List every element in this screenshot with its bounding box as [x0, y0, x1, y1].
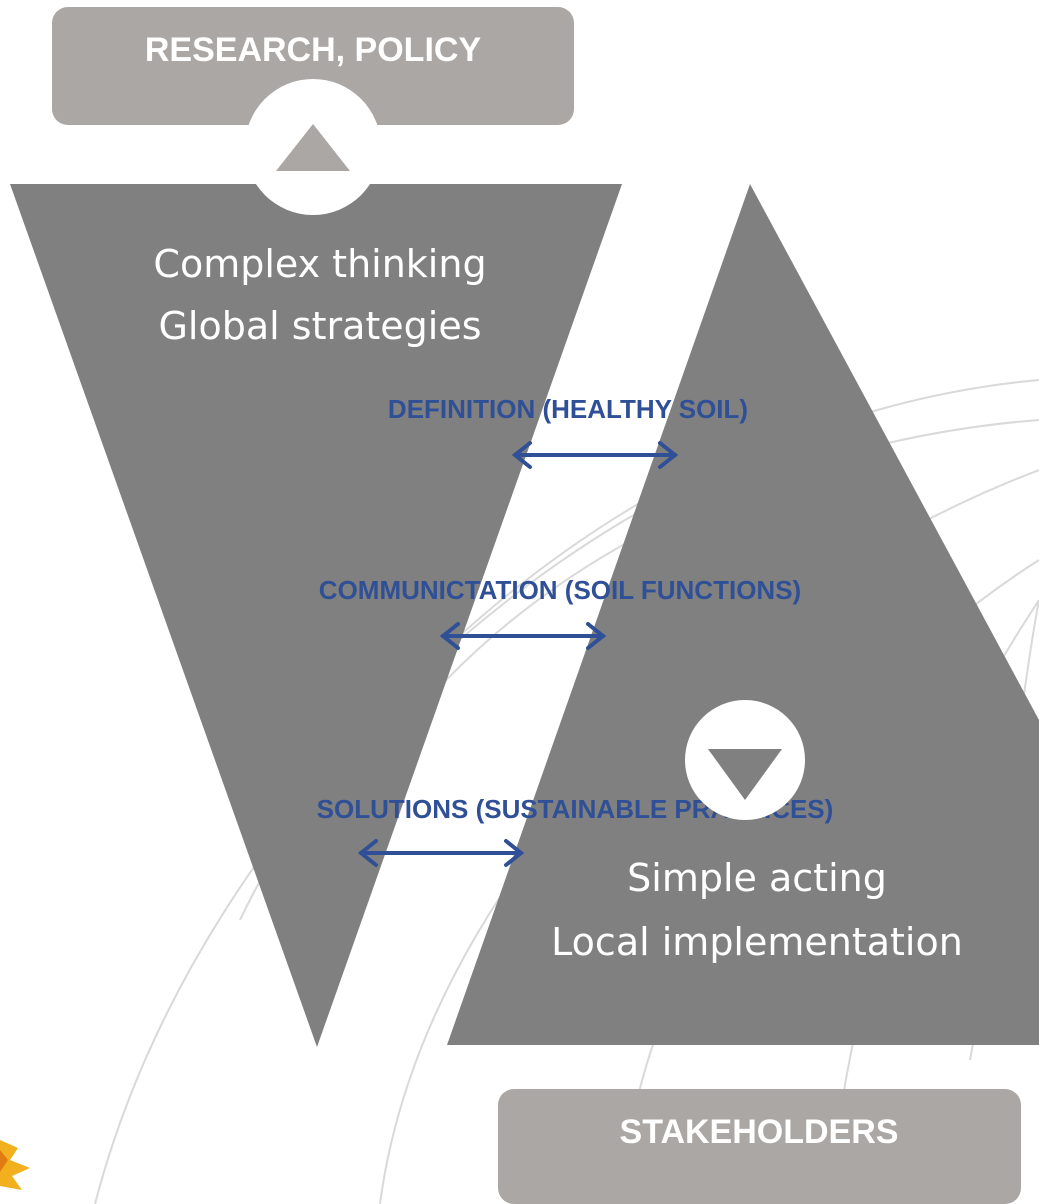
link-communication-label: COMMUNICTATION (SOIL FUNCTIONS) — [319, 575, 801, 605]
left-triangle-line1: Complex thinking — [153, 242, 486, 286]
double-arrow-icon — [439, 622, 607, 650]
down-arrow-badge — [685, 700, 805, 820]
up-arrow-icon — [276, 124, 350, 171]
double-arrow-icon — [511, 441, 679, 469]
double-arrow-icon — [357, 839, 525, 867]
top-box-label: RESEARCH, POLICY — [145, 31, 482, 69]
right-triangle-shape — [447, 184, 1039, 1045]
link-communication: COMMUNICTATION (SOIL FUNCTIONS) — [319, 575, 801, 650]
top-box-shape — [52, 7, 574, 125]
bottom-box-shape — [498, 1089, 1021, 1204]
up-arrow-badge — [245, 79, 381, 215]
link-definition: DEFINITION (HEALTHY SOIL) — [388, 394, 748, 469]
bottom-box-label: STAKEHOLDERS — [620, 1113, 899, 1151]
stakeholders-box: STAKEHOLDERS — [498, 1089, 1021, 1204]
left-triangle — [10, 184, 622, 1047]
sun-logo-icon — [0, 1140, 30, 1190]
left-triangle-line2: Global strategies — [158, 304, 481, 348]
right-triangle — [447, 184, 1039, 1045]
left-triangle-shape — [10, 184, 622, 1047]
link-definition-label: DEFINITION (HEALTHY SOIL) — [388, 394, 748, 424]
right-triangle-line1: Simple acting — [627, 856, 887, 900]
down-arrow-icon — [708, 749, 782, 800]
right-triangle-line2: Local implementation — [551, 920, 963, 964]
research-policy-box: RESEARCH, POLICY — [52, 7, 574, 125]
